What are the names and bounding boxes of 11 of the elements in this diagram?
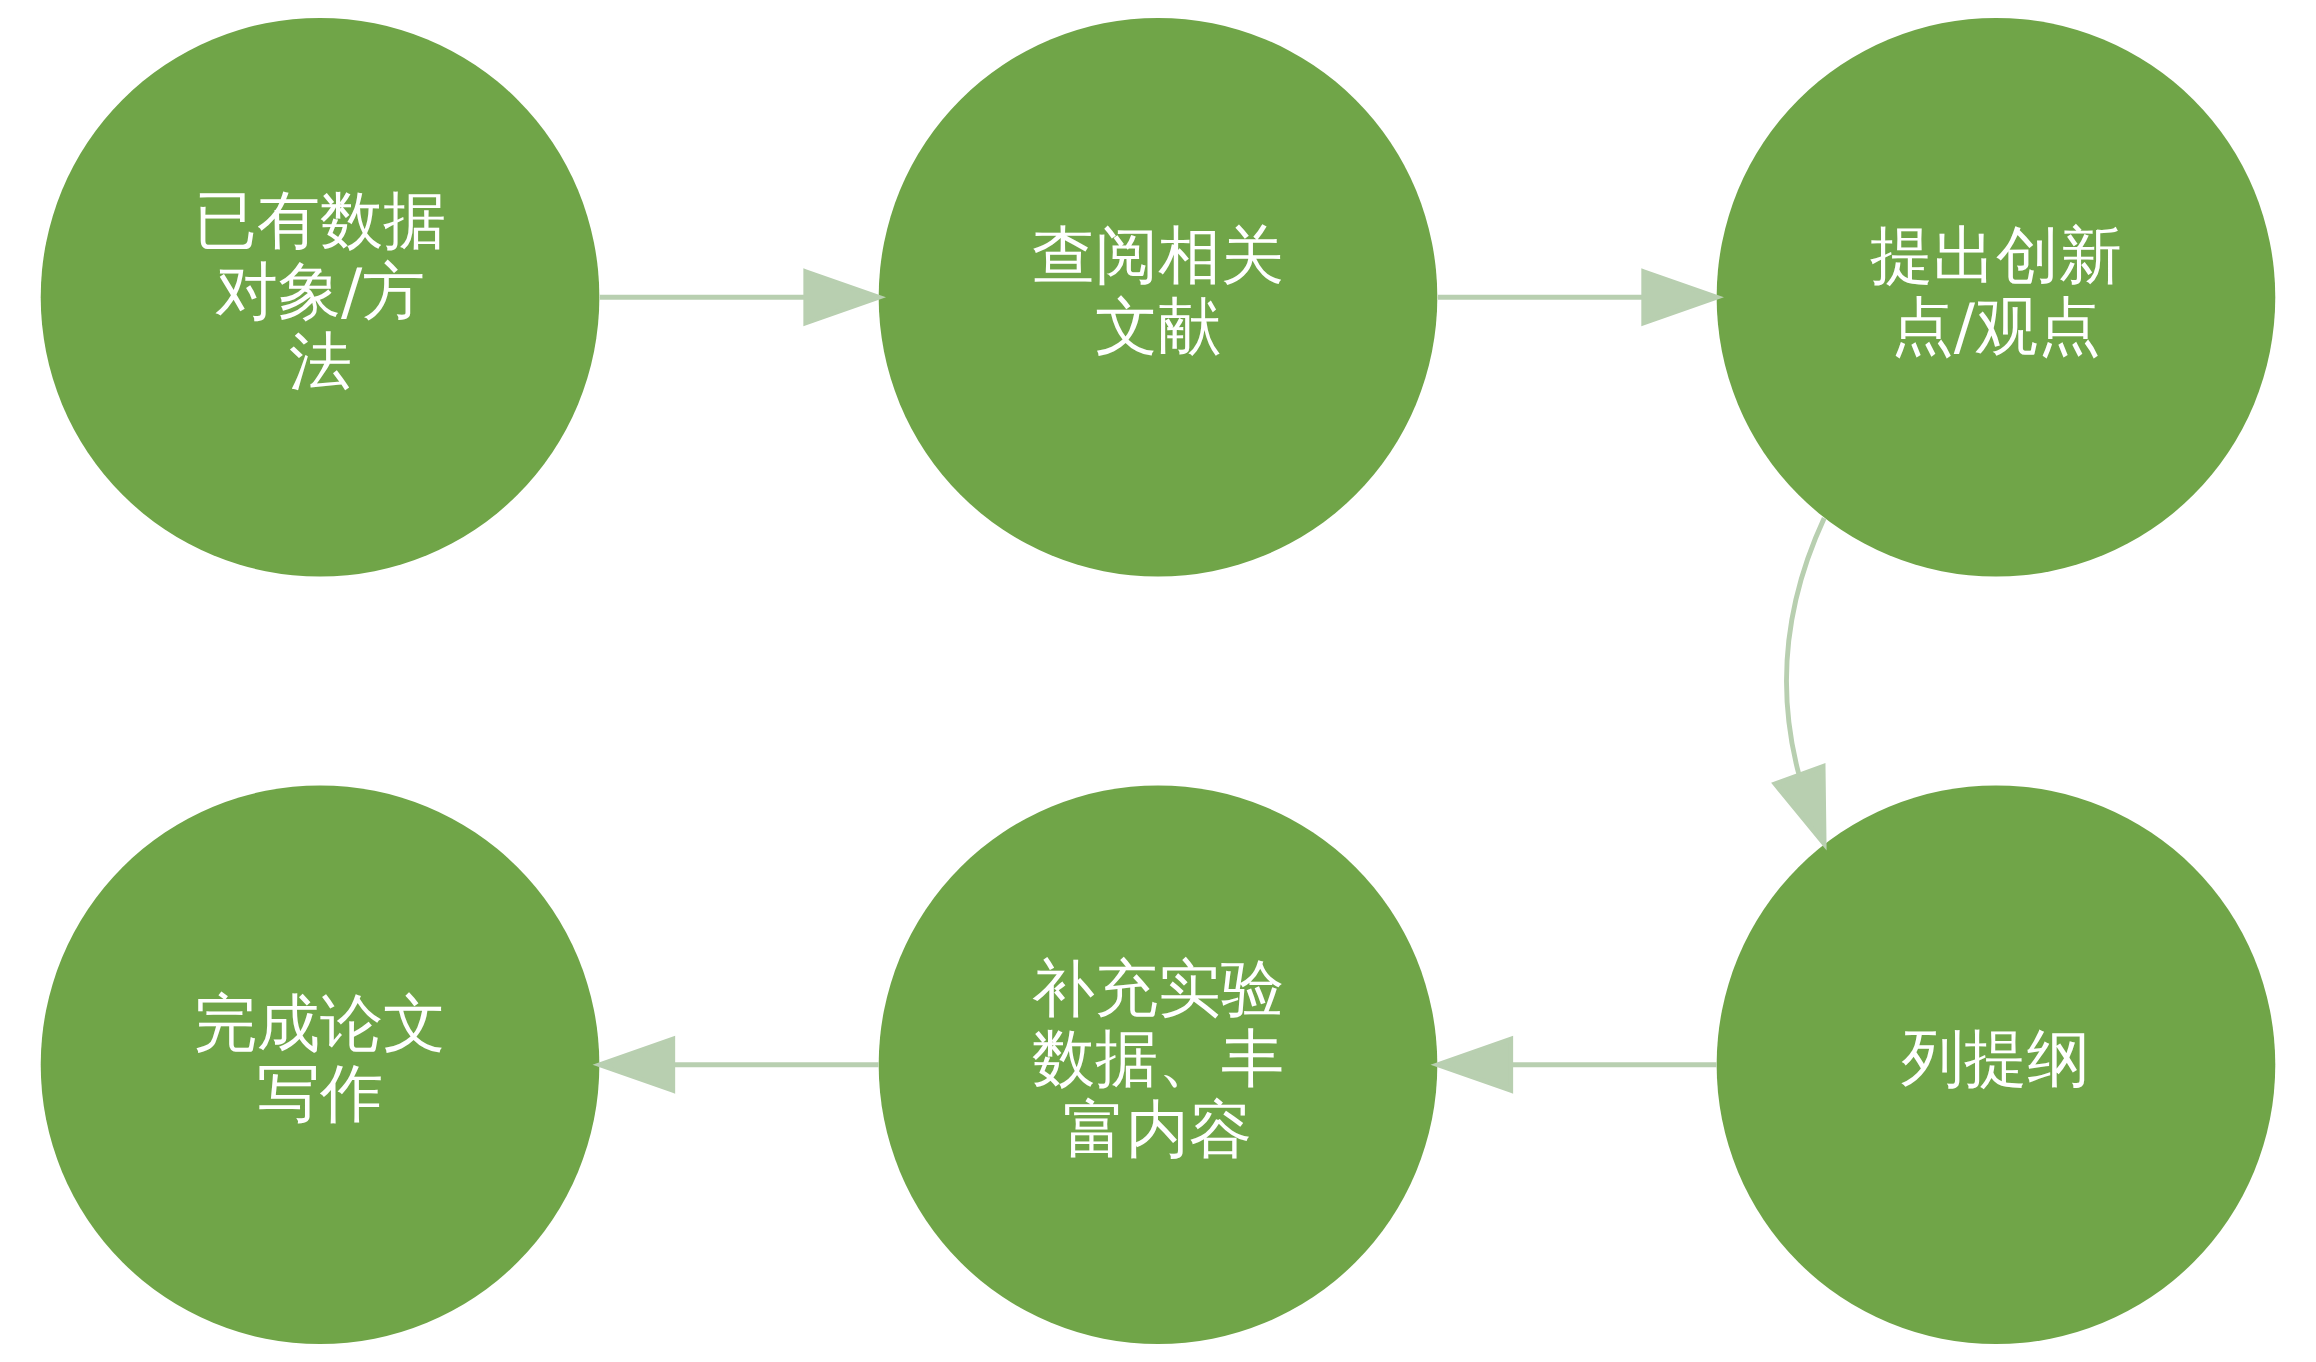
node-circle: 完成论文写作: [40, 785, 600, 1345]
node-circle: 查阅相关文献: [878, 17, 1438, 577]
node-circle: 已有数据对象/方法: [40, 17, 600, 577]
arrow: [1771, 517, 1827, 851]
arrow: [599, 268, 886, 327]
arrow: [592, 1035, 879, 1094]
node-circle: 提出创新点/观点: [1716, 17, 2276, 577]
node-circle: 列提纲: [1716, 785, 2276, 1345]
arrow: [1430, 1035, 1717, 1094]
node-circle: 补充实验数据、丰富内容: [878, 785, 1438, 1345]
arrow: [1437, 268, 1724, 327]
